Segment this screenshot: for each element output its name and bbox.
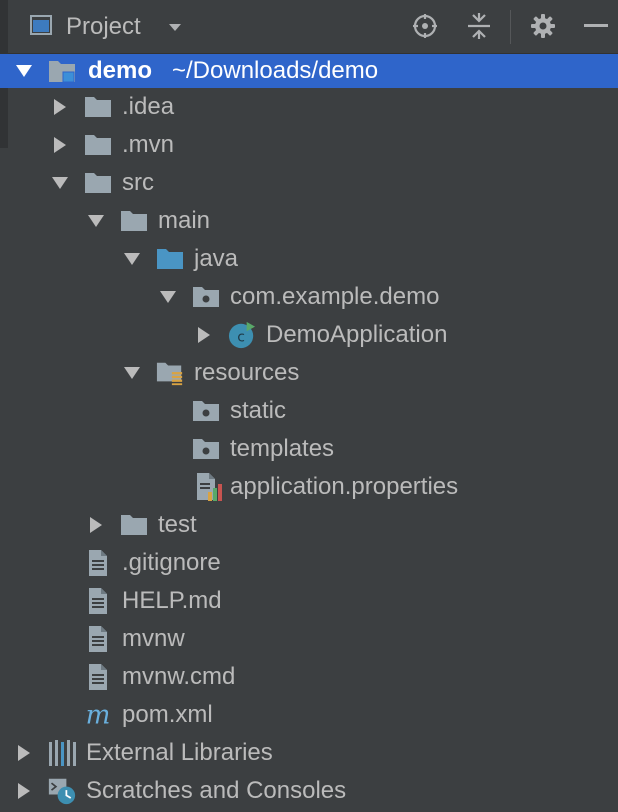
tree-node-mvnw[interactable]: mvnw [0, 620, 618, 658]
svg-text:c: c [237, 330, 245, 346]
tree-node-external-libraries[interactable]: External Libraries [0, 734, 618, 772]
tree-node-gitignore[interactable]: .gitignore [0, 544, 618, 582]
tree-node-mvnw-cmd[interactable]: mvnw.cmd [0, 658, 618, 696]
tree-node-demo-application[interactable]: c DemoApplication [0, 316, 618, 354]
node-label-demo-application: DemoApplication [266, 321, 448, 348]
node-label-scratches: Scratches and Consoles [86, 777, 347, 804]
node-label-static: static [230, 397, 287, 424]
node-label-java: java [194, 245, 239, 272]
tree-node-mvn[interactable]: .mvn [0, 126, 618, 164]
node-label-package: com.example.demo [230, 283, 440, 310]
svg-text:m: m [86, 701, 111, 729]
node-label-templates: templates [230, 435, 335, 462]
node-label-src: src [122, 169, 154, 196]
resources-folder-icon [156, 359, 184, 387]
expanded-arrow-icon[interactable] [124, 251, 140, 267]
node-label-gitignore: .gitignore [122, 549, 221, 576]
folder-icon [84, 93, 112, 121]
node-label-main: main [158, 207, 211, 234]
maven-icon: m [84, 701, 112, 729]
expanded-arrow-icon[interactable] [52, 175, 68, 191]
tool-window-title[interactable]: Project [66, 13, 141, 40]
tree-node-application-properties[interactable]: application.properties [0, 468, 618, 506]
collapsed-arrow-icon[interactable] [88, 517, 104, 533]
dropdown-arrow-icon[interactable] [168, 20, 182, 31]
library-icon [48, 739, 76, 767]
tree-node-resources[interactable]: resources [0, 354, 618, 392]
node-label-pom-xml: pom.xml [122, 701, 213, 728]
tree-node-templates[interactable]: templates [0, 430, 618, 468]
node-path-demo: ~/Downloads/demo [172, 57, 379, 84]
package-folder-icon [192, 435, 220, 463]
node-label-resources: resources [194, 359, 300, 386]
expanded-arrow-icon[interactable] [160, 289, 176, 305]
project-view-icon[interactable] [30, 15, 52, 35]
tool-window-header: Project [8, 0, 618, 54]
node-label-mvn: .mvn [122, 131, 175, 158]
node-label-demo: demo [88, 57, 153, 84]
collapsed-arrow-icon[interactable] [16, 745, 32, 761]
locate-icon[interactable] [410, 11, 440, 41]
node-label-application-properties: application.properties [230, 473, 459, 500]
tree-node-package[interactable]: com.example.demo [0, 278, 618, 316]
tree-node-help-md[interactable]: HELP.md [0, 582, 618, 620]
node-label-external-libraries: External Libraries [86, 739, 273, 766]
header-separator [510, 10, 511, 44]
collapse-all-icon[interactable] [464, 11, 494, 41]
expanded-arrow-icon[interactable] [124, 365, 140, 381]
folder-icon [120, 207, 148, 235]
tree-node-static[interactable]: static [0, 392, 618, 430]
tree-node-java[interactable]: java [0, 240, 618, 278]
tree-node-idea[interactable]: .idea [0, 88, 618, 126]
tree-node-src[interactable]: src [0, 164, 618, 202]
package-icon [192, 283, 220, 311]
package-folder-icon [192, 397, 220, 425]
text-file-icon [84, 663, 112, 691]
folder-icon [120, 511, 148, 539]
folder-icon [84, 169, 112, 197]
module-folder-icon [48, 57, 76, 85]
tree-node-demo[interactable]: demo ~/Downloads/demo [0, 54, 618, 88]
tree-node-test[interactable]: test [0, 506, 618, 544]
node-label-mvnw: mvnw [122, 625, 185, 652]
text-file-icon [84, 587, 112, 615]
text-file-icon [84, 625, 112, 653]
project-tree: demo ~/Downloads/demo .idea .mvn [0, 54, 618, 810]
gear-icon[interactable] [528, 11, 558, 41]
node-label-test: test [158, 511, 197, 538]
node-label-mvnw-cmd: mvnw.cmd [122, 663, 236, 690]
tree-node-pom-xml[interactable]: m pom.xml [0, 696, 618, 734]
hide-icon[interactable] [581, 11, 611, 41]
text-file-icon [84, 549, 112, 577]
properties-file-icon [194, 473, 222, 501]
tree-node-scratches[interactable]: Scratches and Consoles [0, 772, 618, 810]
node-label-idea: .idea [122, 93, 175, 120]
collapsed-arrow-icon[interactable] [196, 327, 212, 343]
collapsed-arrow-icon[interactable] [16, 783, 32, 799]
expanded-arrow-icon[interactable] [88, 213, 104, 229]
collapsed-arrow-icon[interactable] [52, 99, 68, 115]
tree-node-main[interactable]: main [0, 202, 618, 240]
source-folder-icon [156, 245, 184, 273]
java-class-runnable-icon: c [228, 321, 256, 349]
expanded-arrow-icon[interactable] [16, 63, 32, 79]
collapsed-arrow-icon[interactable] [52, 137, 68, 153]
scratches-icon [48, 777, 76, 805]
node-label-help-md: HELP.md [122, 587, 222, 614]
folder-icon [84, 131, 112, 159]
